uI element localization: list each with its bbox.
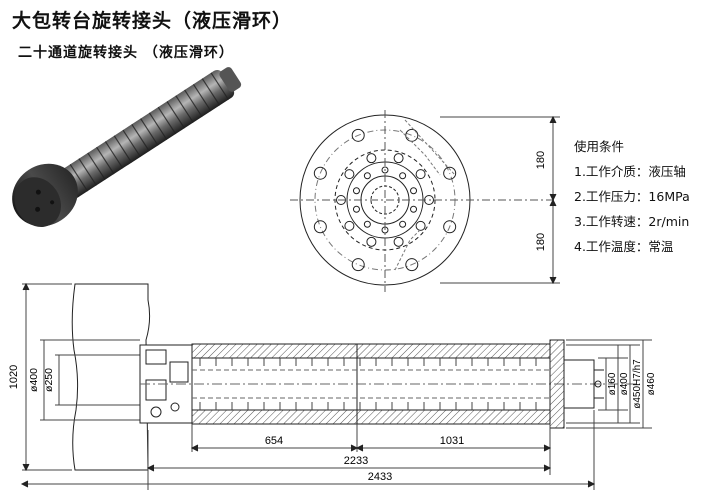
- dim-180-upper: 180: [535, 151, 547, 169]
- dim-d460: ø460: [646, 372, 657, 395]
- product-photo: [12, 67, 242, 228]
- dim-1031: 1031: [440, 435, 464, 447]
- dim-2433: 2433: [368, 471, 392, 483]
- dim-d160: ø160: [607, 372, 618, 395]
- page-subtitle: 二十通道旋转接头 （液压滑环）: [18, 45, 234, 61]
- dim-2233: 2233: [344, 455, 368, 467]
- section-view: [20, 282, 652, 490]
- conditions-block: 使用条件 1.工作介质：液压轴 2.工作压力：16MPa 3.工作转速：2r/m…: [574, 134, 690, 259]
- dim-d400-left: ø400: [28, 368, 40, 392]
- dim-d250: ø250: [43, 368, 55, 392]
- dim-d400-right: ø400: [619, 372, 630, 395]
- end-view: [290, 110, 560, 292]
- page-title: 大包转台旋转接头（液压滑环）: [12, 10, 293, 32]
- condition-medium: 1.工作介质：液压轴: [574, 164, 686, 179]
- condition-temperature: 4.工作温度：常温: [574, 239, 674, 254]
- dim-height-1020: 1020: [8, 365, 20, 389]
- condition-pressure: 2.工作压力：16MPa: [574, 189, 690, 204]
- dim-654: 654: [265, 435, 283, 447]
- conditions-heading: 使用条件: [574, 139, 625, 154]
- dim-d450-h7: ø450H7/h7: [632, 359, 643, 409]
- dim-180-lower: 180: [535, 233, 547, 251]
- condition-speed: 3.工作转速：2r/min: [574, 214, 690, 229]
